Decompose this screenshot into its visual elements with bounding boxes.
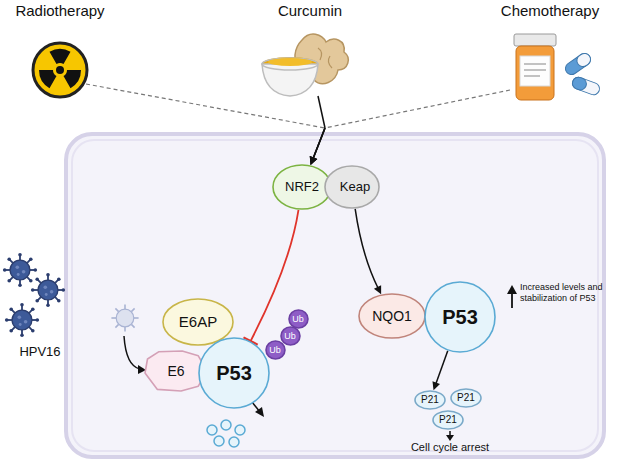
- connector-line: [86, 84, 325, 128]
- outcome-text: Cell cycle arrest: [400, 441, 500, 454]
- node-text: E6AP: [179, 313, 217, 330]
- node-text: P53: [216, 362, 252, 385]
- node-text: P21: [421, 394, 439, 406]
- protein-ellipse: Keap: [324, 165, 380, 209]
- node-text: P21: [439, 414, 457, 426]
- virus-label: HPV16: [10, 344, 70, 360]
- ubiquitin-circle: Ub: [280, 326, 301, 346]
- node-text: NRF2: [285, 180, 319, 195]
- p21-ellipse: P21: [432, 410, 464, 430]
- protein-circle: P53: [198, 337, 270, 409]
- connector-line: [325, 90, 510, 128]
- node-text: P53: [442, 306, 478, 329]
- connector-line: [313, 128, 325, 159]
- connector-line: [313, 128, 325, 159]
- protein-circle: P53: [424, 281, 496, 353]
- arrow-connector: [355, 209, 381, 294]
- connector-line: [313, 128, 325, 159]
- node-text: Ub: [292, 314, 304, 324]
- node-text: P21: [457, 392, 475, 404]
- connector-line: [355, 209, 378, 289]
- ubiquitin-circle: Ub: [265, 340, 286, 360]
- connector-line: [318, 96, 325, 128]
- arrowhead: [432, 381, 440, 390]
- node-text: Chemotherapy: [501, 2, 599, 19]
- treatment-icon: Curcumin: [255, 2, 365, 102]
- connector-line: [436, 351, 448, 384]
- arrow-connector: [310, 96, 325, 165]
- protein-ellipse: E6AP: [162, 298, 234, 346]
- protein-ellipse: NRF2: [272, 164, 332, 210]
- node-text: Ub: [269, 345, 281, 355]
- annotation-text: Increased levels and stabilization of P5…: [520, 282, 606, 304]
- treatment-icon: Radiotherapy: [5, 2, 115, 102]
- arrow-connector: [86, 84, 325, 165]
- protein-ellipse: NQO1: [358, 293, 426, 339]
- p21-ellipse: P21: [450, 388, 482, 408]
- ubiquitin-circle: Ub: [288, 309, 309, 329]
- p21-ellipse: P21: [414, 390, 446, 410]
- arrow-connector: [432, 351, 447, 390]
- treatment-icon: Chemotherapy: [488, 2, 612, 102]
- node-text: Radiotherapy: [15, 2, 104, 19]
- arrowhead: [374, 285, 381, 294]
- arrow-connector: [310, 90, 510, 165]
- arrowhead: [310, 156, 317, 165]
- node-text: Ub: [284, 331, 296, 341]
- node-text: Curcumin: [278, 2, 342, 19]
- node-text: NQO1: [372, 308, 412, 324]
- node-text: E6: [167, 363, 184, 379]
- node-text: Keap: [340, 180, 370, 195]
